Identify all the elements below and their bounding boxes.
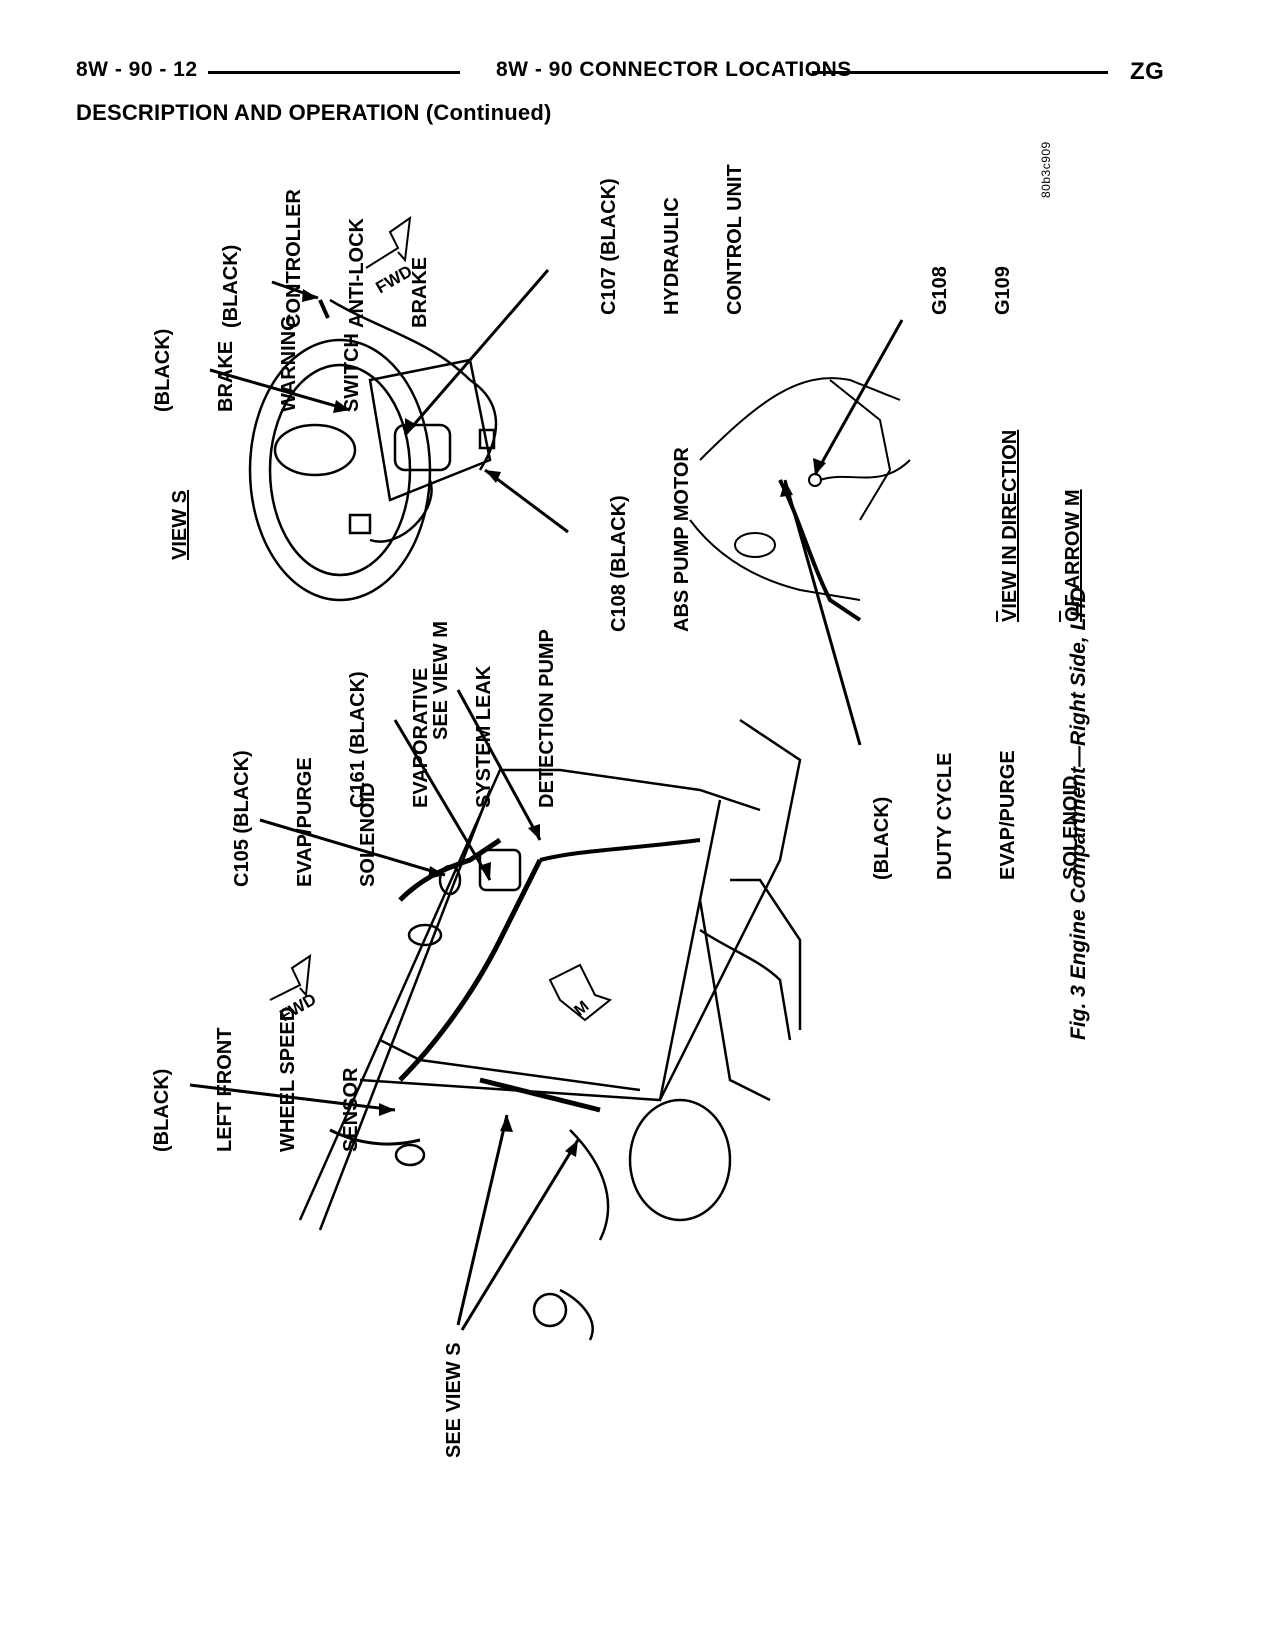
leader-c105 (259, 818, 446, 877)
leader-c108 (484, 468, 569, 534)
leader-see-view-m (456, 689, 542, 841)
abs-pump-motor (393, 423, 452, 472)
leader-brake-warning-switch (209, 368, 351, 412)
section-title: DESCRIPTION AND OPERATION (Continued) (76, 100, 552, 125)
manual-code: ZG (1130, 58, 1165, 85)
brake-warning-switch-label: (BLACK) BRAKE WARNING SWITCH (152, 315, 363, 412)
ground-stud (808, 473, 822, 487)
running-title: 8W - 90 CONNECTOR LOCATIONS (496, 58, 852, 81)
leader-c161 (393, 719, 492, 881)
purge-solenoid (438, 864, 462, 896)
page-number: 8W - 90 - 12 (76, 58, 198, 81)
g108-g109-label: G108 G109 (929, 266, 1014, 315)
wheel-speed-sensor-label: (BLACK) LEFT FRONT WHEEL SPEED SENSOR (151, 1006, 362, 1152)
leader-c107 (403, 269, 550, 436)
c108-label: C108 (BLACK) ABS PUMP MOTOR (608, 447, 693, 632)
leak-detection-pump (478, 848, 522, 892)
see-view-s-label: SEE VIEW S (443, 1342, 465, 1458)
hydraulic-control-unit (368, 358, 492, 502)
figure-caption: Fig. 3 Engine Compartment—Right Side, LH… (1067, 587, 1090, 1040)
view-s-title: VIEW S (169, 489, 191, 560)
leader-g108-g109 (813, 319, 904, 476)
leader-wheel-speed-sensor (189, 1083, 396, 1112)
figure-id: 80b3c909 (1039, 141, 1053, 198)
connector-shape (348, 513, 372, 535)
leader-see-view-s-a (456, 1114, 509, 1326)
leader-see-view-s-b (460, 1139, 580, 1331)
see-view-m-label: SEE VIEW M (430, 621, 452, 740)
reservoir (628, 1098, 732, 1222)
leader-duty-cycle (783, 479, 862, 746)
fwd-arrow-view-s (365, 215, 412, 269)
fender-edge (699, 377, 901, 461)
header-rule-left (208, 71, 460, 74)
c107-label: C107 (BLACK) HYDRAULIC CONTROL UNIT (598, 164, 746, 315)
duty-cycle-solenoid-label: (BLACK) DUTY CYCLE EVAP/PURGE SOLENOID (871, 750, 1082, 880)
inner-fender (298, 768, 761, 1221)
arrow-m-shape (548, 963, 613, 1022)
header-rule-right (812, 71, 1108, 74)
fwd-arrow-main (269, 953, 312, 1001)
anti-lock-brake-controller-label: (BLACK) CONTROLLER ANTI-LOCK BRAKE (220, 189, 431, 328)
abs-wire (329, 298, 471, 381)
